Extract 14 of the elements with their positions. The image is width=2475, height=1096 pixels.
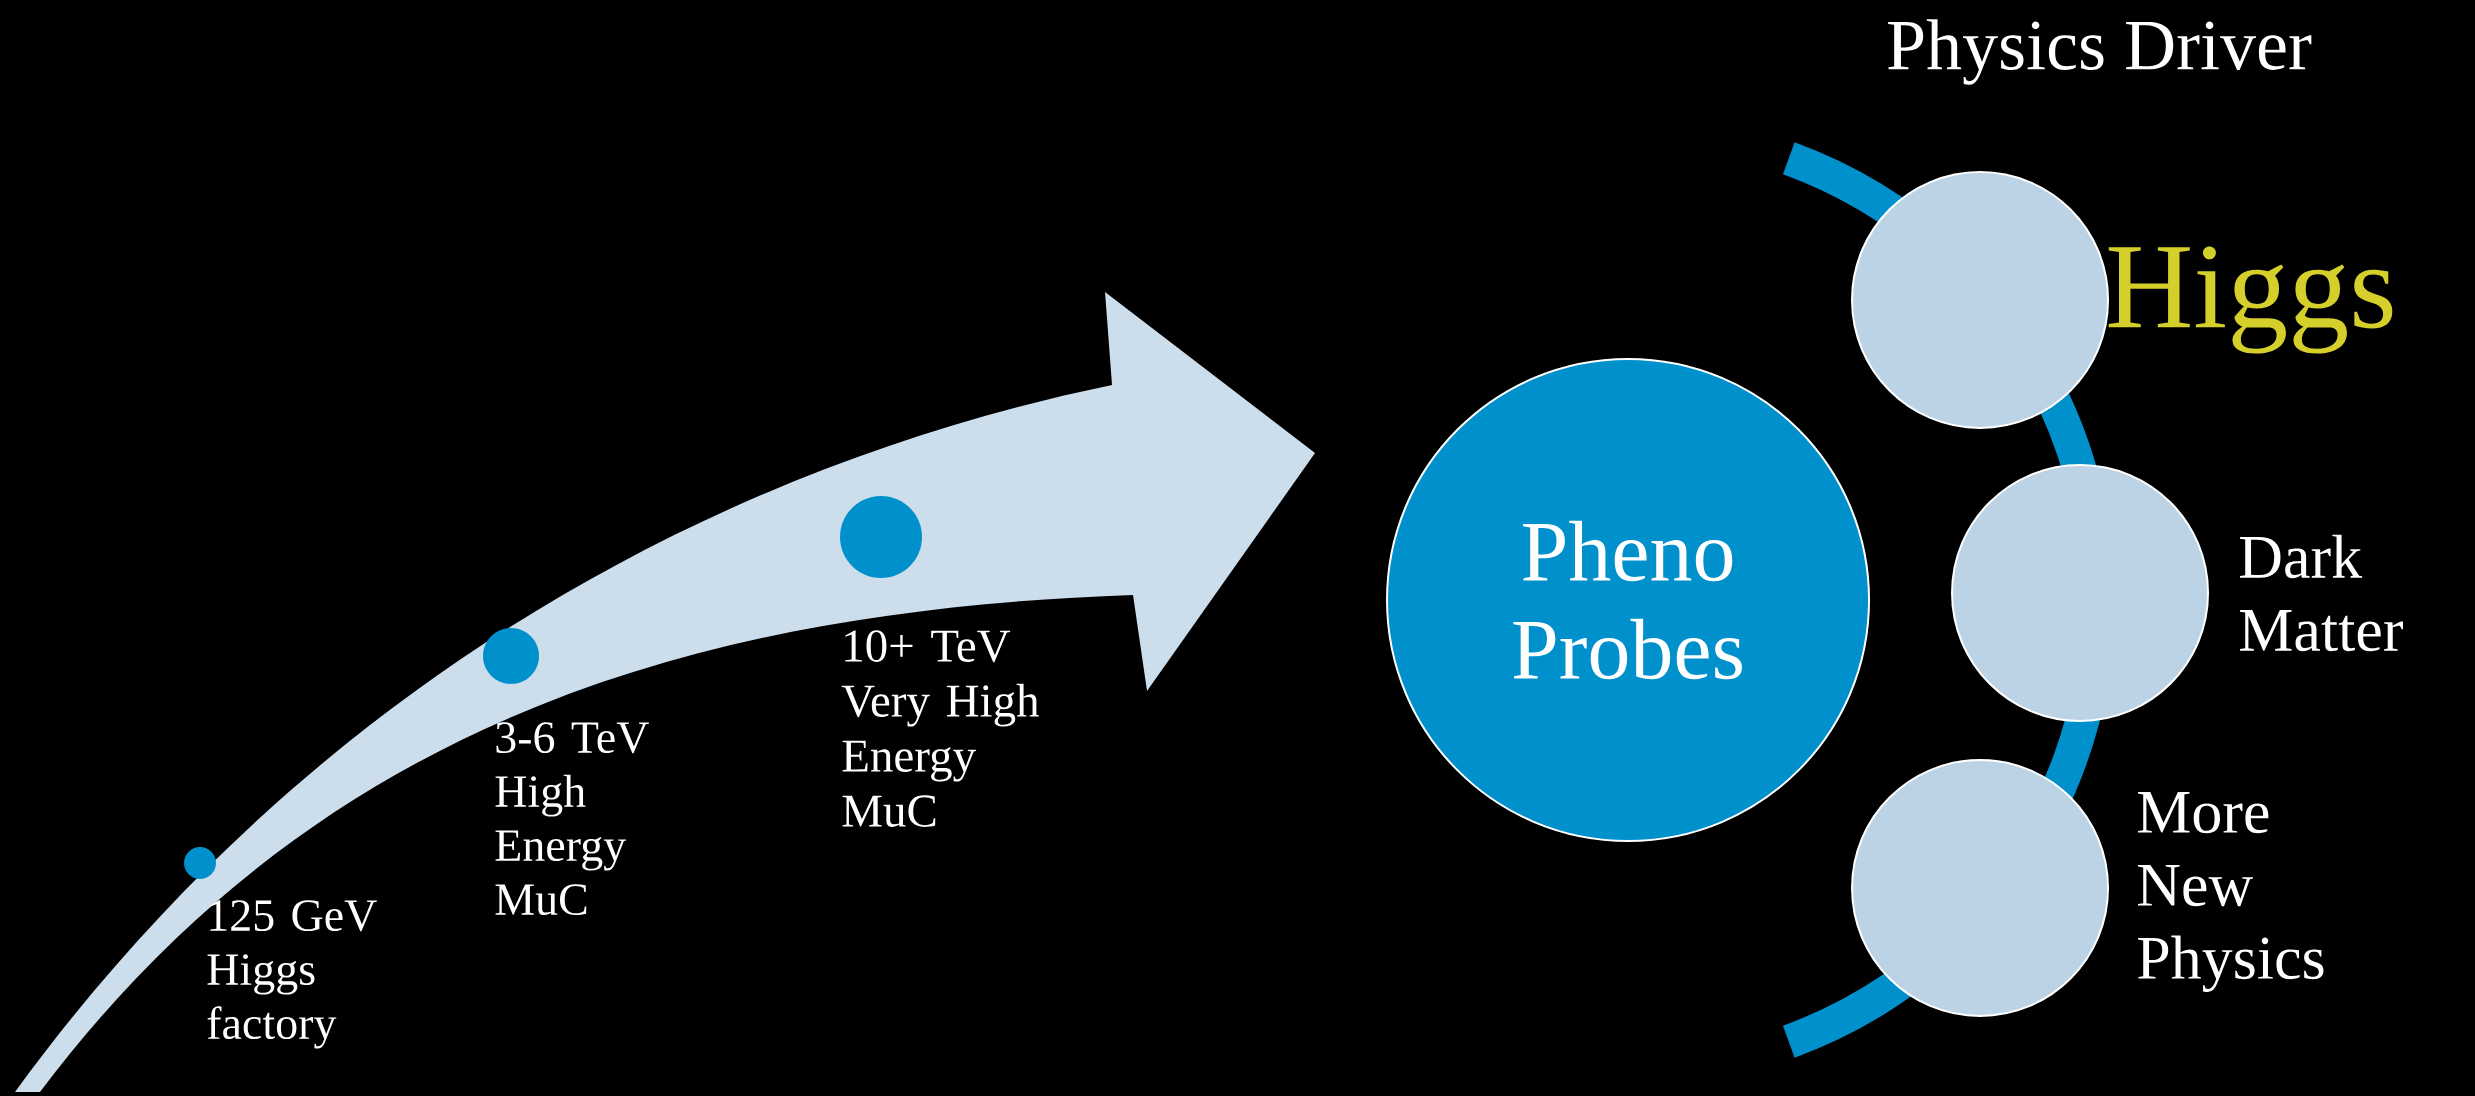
dot	[184, 847, 216, 879]
circle-label: Dark Matter	[2240, 534, 2403, 652]
circle-label: More New Physics	[2138, 792, 2324, 992]
dot	[483, 628, 539, 684]
dot-label: 10+ TeV Very High Energy MuC	[841, 630, 1039, 827]
circle	[1951, 464, 2210, 722]
circle	[1851, 759, 2110, 1017]
dot-label: 125 GeV Higgs factory	[207, 900, 377, 1049]
dot-label: 3-6 TeV High Energy MuC	[495, 722, 649, 916]
circle-label: Higgs	[2108, 246, 2393, 354]
dot	[840, 496, 922, 578]
circle	[1851, 171, 2110, 429]
heading: Physics Driver	[1888, 19, 2312, 85]
circle-node: Pheno Probes	[1386, 358, 1870, 842]
